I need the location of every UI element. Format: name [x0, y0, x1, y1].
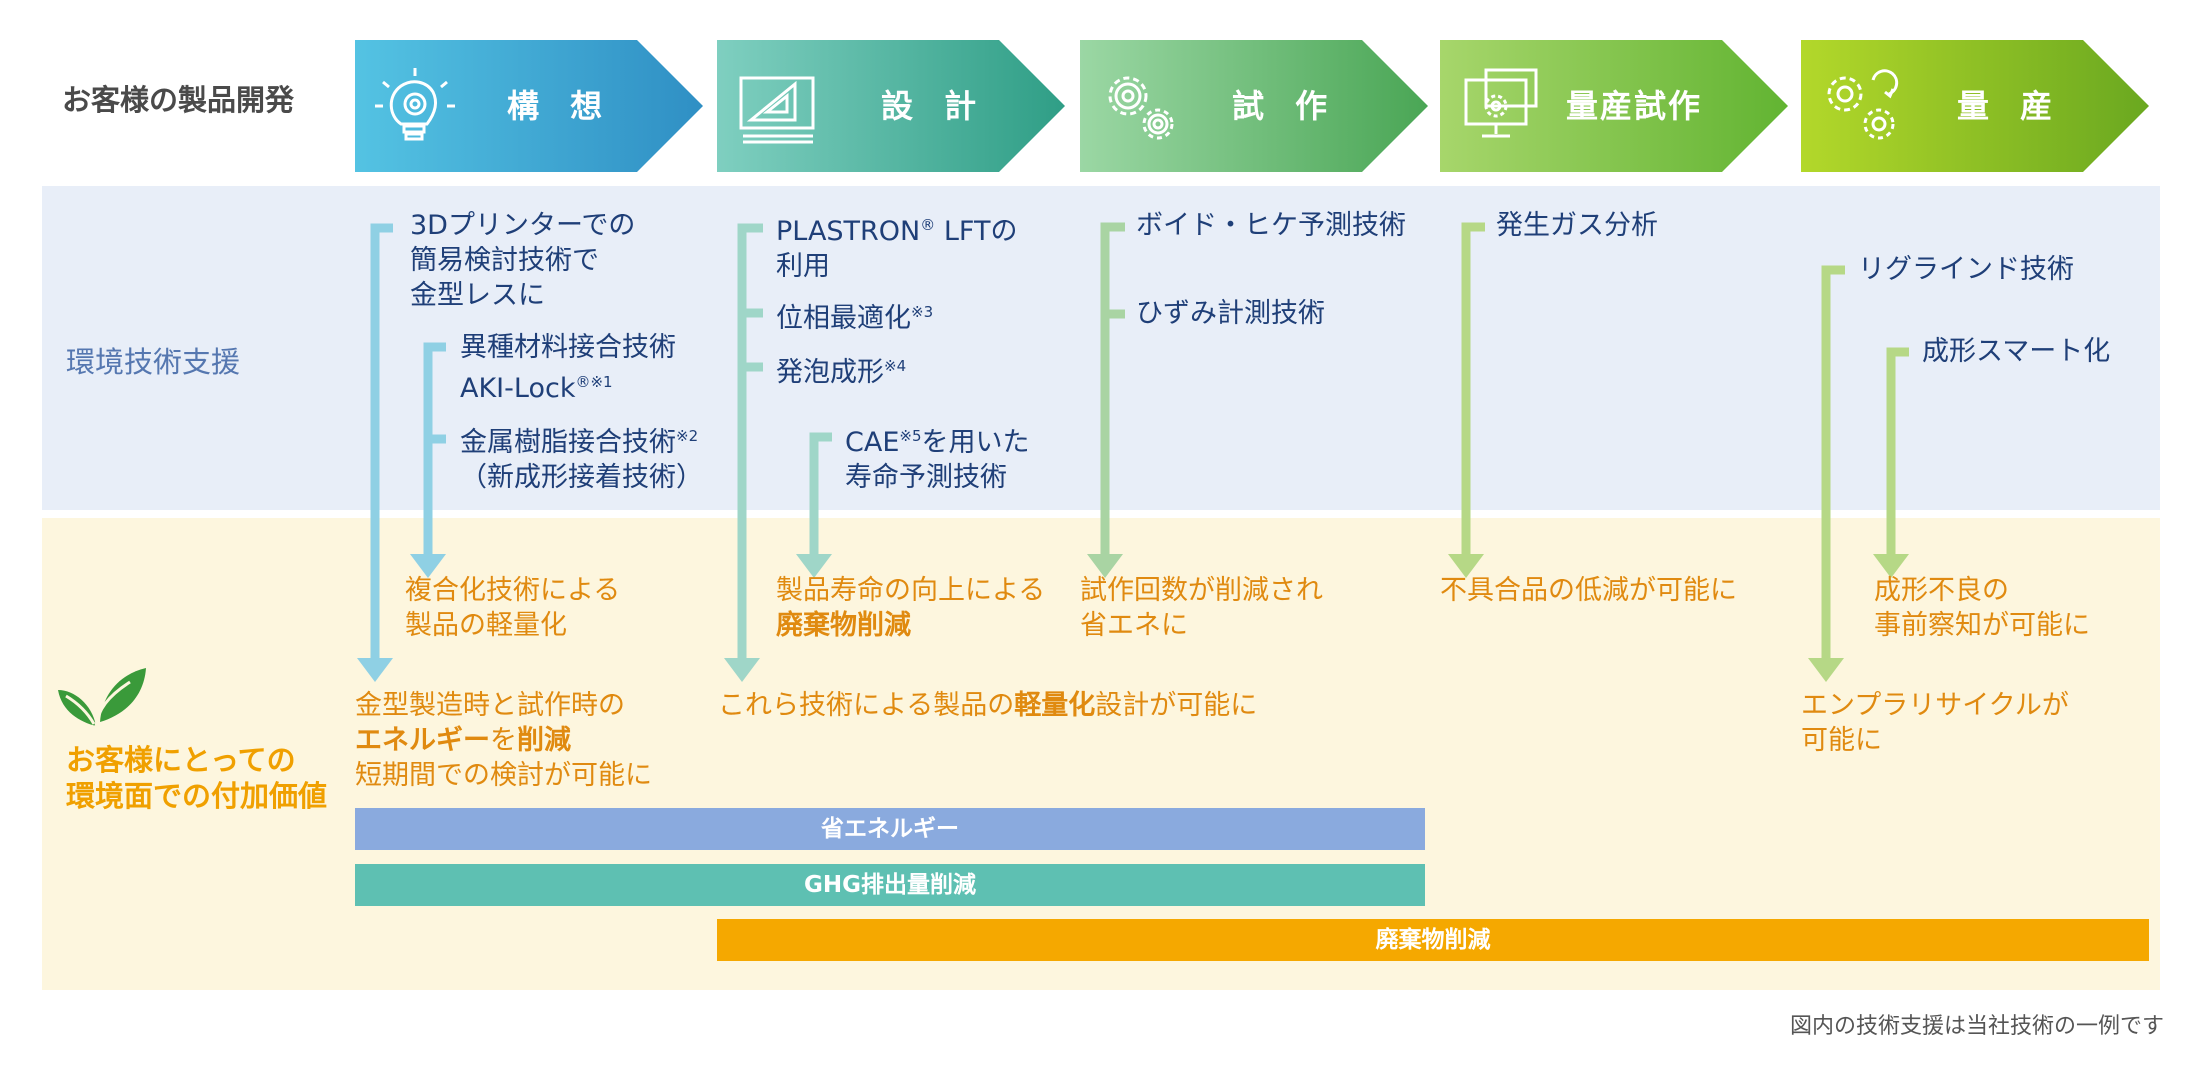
- tech-phase-optimization: 位相最適化※3: [776, 303, 934, 334]
- tech-void-prediction: ボイド・ヒケ予測技術: [1136, 210, 1406, 241]
- connector-gas: [1461, 222, 1485, 556]
- connector-regrind: [1821, 265, 1845, 660]
- stage-mass-production: 量 産: [1801, 40, 2149, 172]
- stage-design: 設 計: [717, 40, 1065, 172]
- arrowhead-aki-lock: [410, 554, 446, 578]
- leaf-icon: [58, 668, 146, 727]
- lightbulb-gear-icon: [371, 62, 461, 152]
- connector-void: [1100, 222, 1125, 556]
- arrowhead-plastron: [724, 658, 760, 682]
- tech-3d-printer: 3Dプリンターでの 簡易検討技術で 金型レスに: [410, 210, 636, 311]
- gears-arrows-icon: [1815, 62, 1905, 152]
- stage-pre-production: 量産試作: [1440, 40, 1788, 172]
- tech-aki-lock: 異種材料接合技術 AKI-Lock®※1: [460, 332, 676, 404]
- monitor-gear-icon: [1456, 62, 1546, 152]
- outcome-recycle: エンプラリサイクルが 可能に: [1801, 690, 2069, 756]
- tech-foam-molding: 発泡成形※4: [776, 357, 907, 388]
- arrowhead-gas: [1448, 554, 1484, 578]
- connector-printer: [370, 223, 393, 660]
- bar-waste-reduction: 廃棄物削減: [717, 919, 2149, 961]
- connector-plastron: [737, 223, 763, 660]
- connector-aki-lock: [423, 342, 446, 556]
- tech-cae: CAE※5を用いた 寿命予測技術: [845, 427, 1030, 493]
- stage-label: 構 想: [507, 87, 613, 125]
- stage-label: 量産試作: [1566, 87, 1703, 125]
- outcome-composite-lightweight: 複合化技術による 製品の軽量化: [405, 575, 621, 641]
- bar-ghg-reduction: GHG排出量削減: [355, 864, 1425, 906]
- stage-label: 設 計: [881, 87, 987, 125]
- arrowhead-smart: [1873, 554, 1909, 578]
- tech-plastron: PLASTRON® LFTの 利用: [776, 216, 1018, 282]
- outcome-energy-saving: 金型製造時と試作時の エネルギーを削減 短期間での検討が可能に: [355, 690, 652, 791]
- value-zone: [42, 518, 2160, 990]
- tech-smart-molding: 成形スマート化: [1922, 336, 2111, 367]
- value-label-line2: 環境面での付加価値: [66, 779, 328, 814]
- gears-icon: [1094, 62, 1184, 152]
- stage-label: 量 産: [1957, 87, 2063, 125]
- outcome-lightweight-design: これら技術による製品の軽量化設計が可能に: [718, 690, 1258, 721]
- outcome-waste-reduction: 製品寿命の向上による 廃棄物削減: [776, 575, 1046, 641]
- tech-support-row-label: 環境技術支援: [66, 345, 241, 379]
- connector-smart: [1886, 347, 1909, 556]
- outcome-trial-reduction: 試作回数が削減され 省エネに: [1080, 575, 1323, 641]
- arrowhead-printer: [357, 658, 393, 682]
- outcome-defect-reduction: 不具合品の低減が可能に: [1440, 575, 1737, 606]
- bar-energy-saving: 省エネルギー: [355, 808, 1425, 850]
- development-row-label: お客様の製品開発: [62, 83, 295, 117]
- stage-prototype: 試 作: [1080, 40, 1428, 172]
- tech-regrind: リグラインド技術: [1858, 254, 2074, 285]
- value-label-line1: お客様にとっての: [66, 743, 296, 777]
- tech-metal-resin: 金属樹脂接合技術※2 （新成形接着技術）: [460, 427, 703, 493]
- tech-gas-analysis: 発生ガス分析: [1496, 210, 1658, 241]
- arrowhead-cae: [796, 554, 832, 578]
- stage-concept: 構 想: [355, 40, 703, 172]
- drafting-triangle-icon: [733, 62, 823, 152]
- footnote: 図内の技術支援は当社技術の一例です: [1789, 1014, 2164, 1039]
- stage-label: 試 作: [1232, 87, 1338, 125]
- arrowhead-void: [1087, 554, 1123, 578]
- tech-strain-measurement: ひずみ計測技術: [1136, 298, 1325, 329]
- value-row-label: お客様にとっての 環境面での付加価値: [66, 742, 327, 815]
- outcome-defect-prediction: 成形不良の 事前察知が可能に: [1874, 575, 2090, 641]
- connector-cae: [809, 432, 832, 556]
- arrowhead-regrind: [1808, 658, 1844, 682]
